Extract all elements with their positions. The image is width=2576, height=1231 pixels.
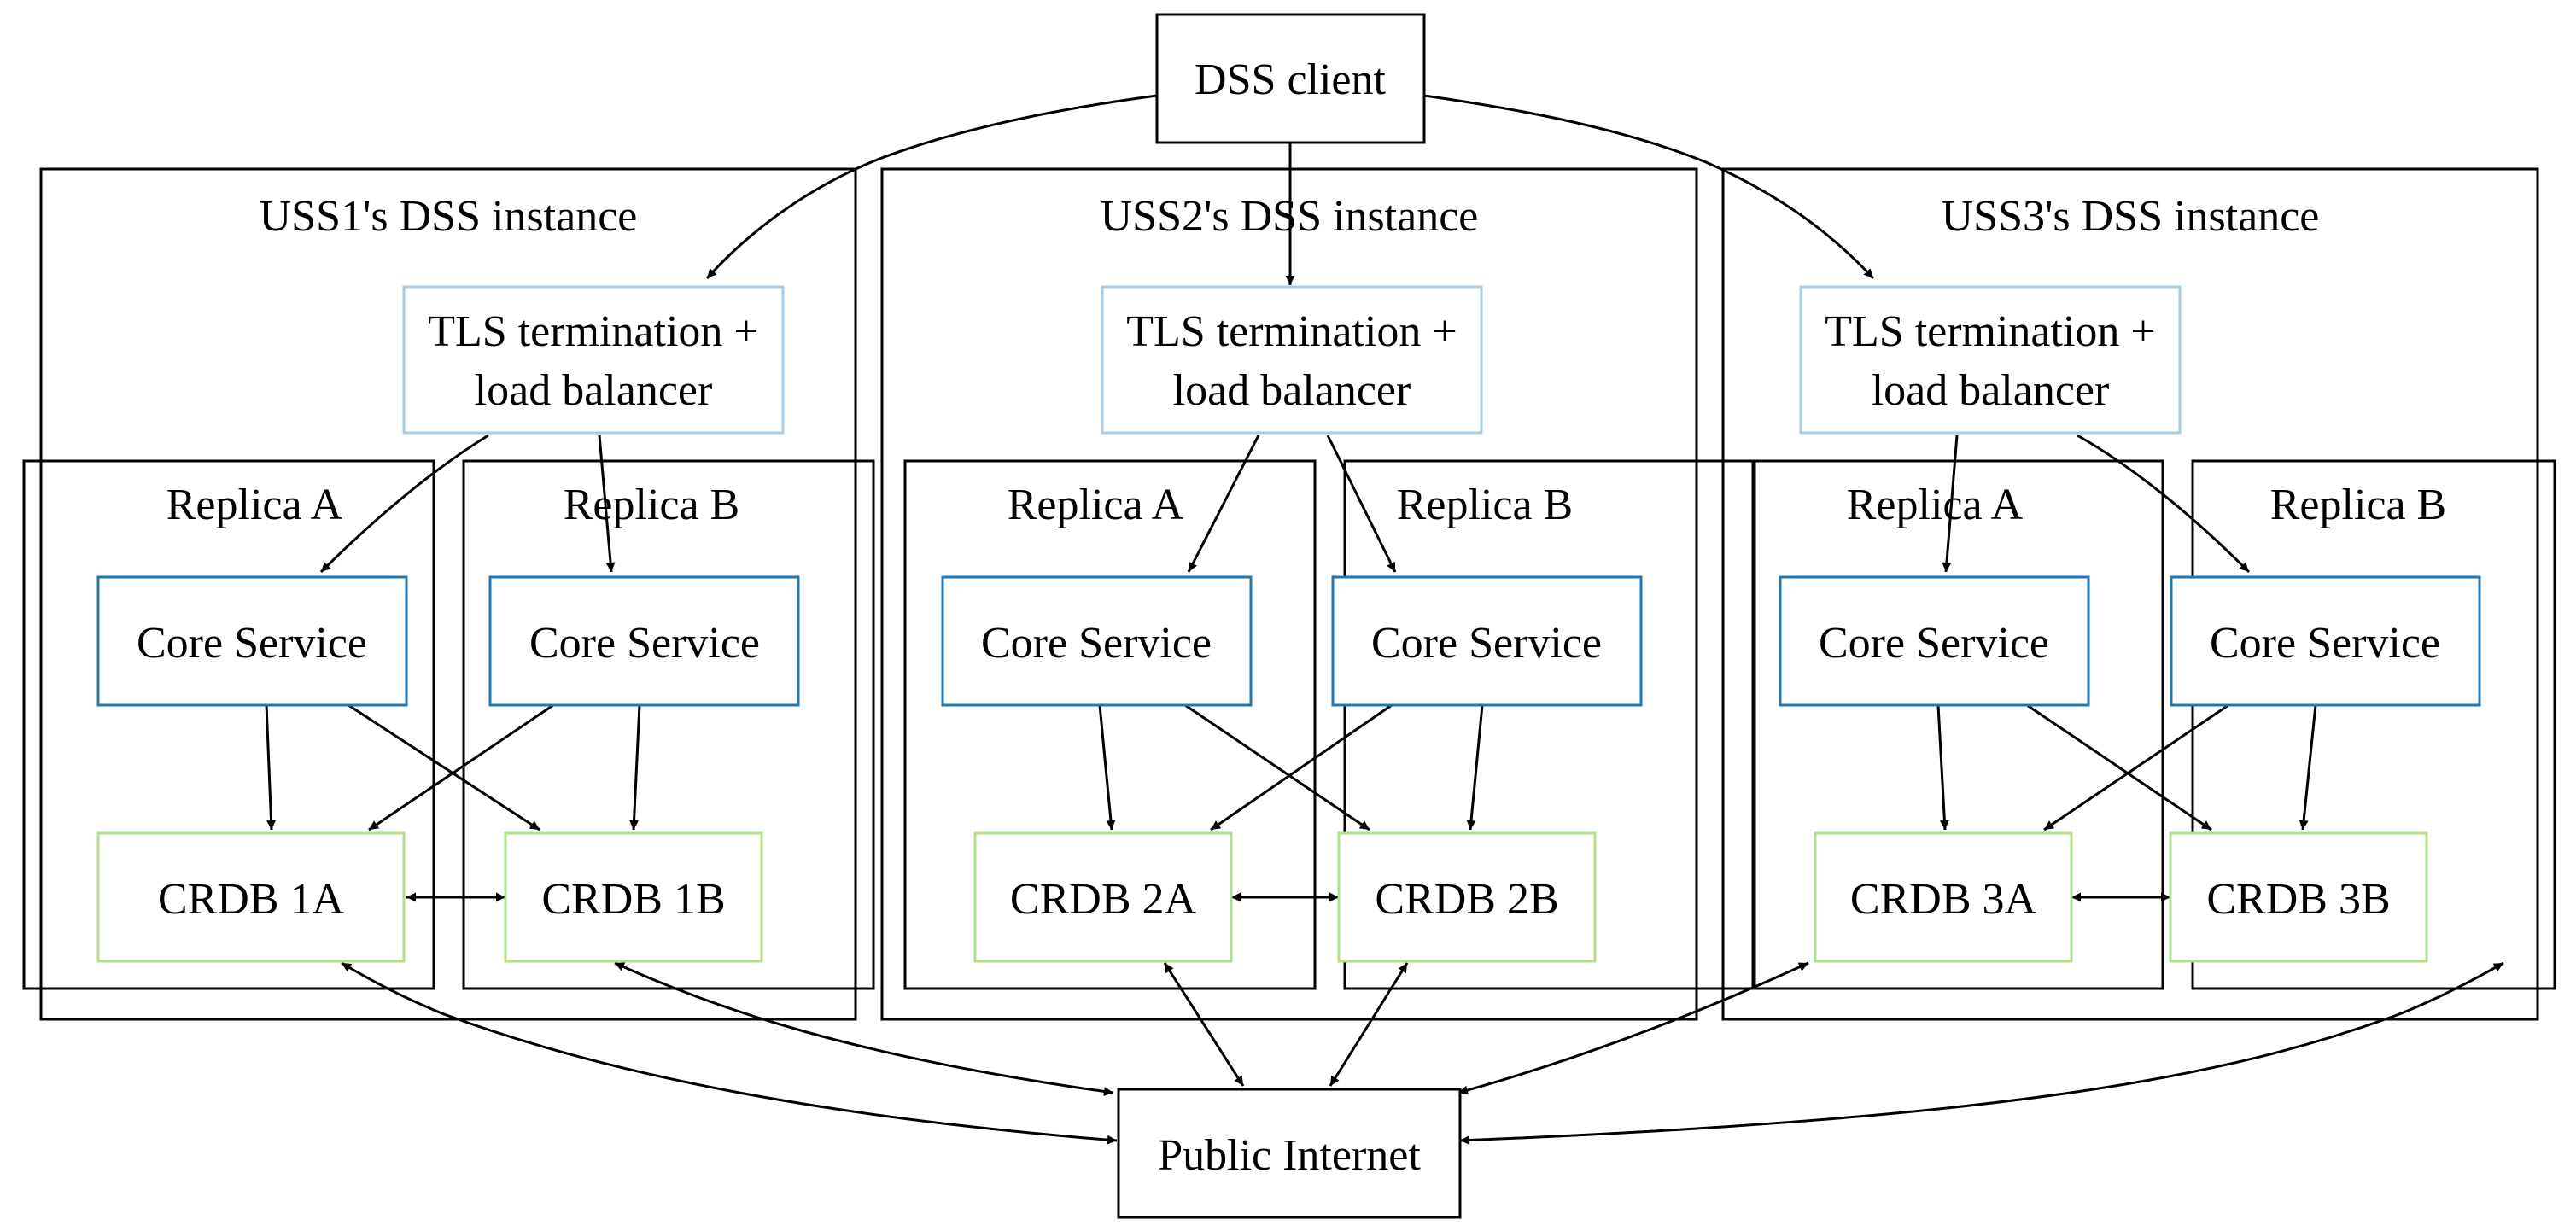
edge-lb3-core3b	[2077, 434, 2251, 574]
uss1-core-b-label: Core Service	[529, 619, 760, 668]
crdb-2b-node: CRDB 2B	[1337, 831, 1597, 963]
uss2-core-service-b-node: Core Service	[1331, 575, 1643, 707]
uss3-core-service-b-node: Core Service	[2170, 575, 2481, 707]
edge-core2b-crdb2b	[1466, 704, 1484, 831]
uss2-replica-b-cluster: Replica B	[1343, 459, 1756, 990]
uss3-lb-label-line2: load balancer	[1872, 366, 2110, 415]
edge-core3a-crdb3b	[2026, 703, 2212, 831]
crdb-1b-node: CRDB 1B	[504, 831, 763, 963]
uss2-replica-b-label: Replica B	[1397, 481, 1574, 529]
crdb-1a-label: CRDB 1A	[158, 875, 345, 924]
edge-core1a-crdb1b	[348, 703, 540, 831]
crdb-1a-node: CRDB 1A	[96, 831, 406, 963]
edges	[265, 94, 2504, 1146]
uss2-core-service-a-node: Core Service	[941, 575, 1253, 707]
uss1-lb-label-line1: TLS termination +	[428, 307, 759, 356]
edge-core1a-crdb1a	[265, 704, 277, 831]
uss1-core-service-a-node: Core Service	[96, 575, 408, 707]
crdb-3b-node: CRDB 3B	[2169, 831, 2428, 963]
edge-lb2-core2a	[1187, 435, 1260, 573]
dss-client-node: DSS client	[1155, 13, 1426, 144]
edge-crdb2a-internet	[1163, 962, 1245, 1087]
uss3-lb-label-line1: TLS termination +	[1825, 307, 2156, 356]
edge-client-lb1	[705, 94, 1158, 280]
uss2-lb-label-line2: load balancer	[1173, 366, 1411, 415]
edge-core3a-crdb3a	[1936, 704, 1949, 831]
edge-lb3-core3a	[1942, 435, 1959, 573]
uss3-cluster-label: USS3's DSS instance	[1942, 192, 2320, 241]
uss3-replica-a-cluster: Replica A	[1751, 459, 2164, 990]
uss2-load-balancer-node: TLS termination + load balancer	[1101, 285, 1483, 435]
crdb-3a-node: CRDB 3A	[1814, 831, 2073, 963]
uss1-replica-a-label: Replica A	[166, 481, 343, 529]
edge-lb2-core2b	[1326, 435, 1397, 573]
edge-crdb3b-internet	[1459, 961, 2504, 1146]
crdb-1b-label: CRDB 1B	[541, 875, 725, 924]
edge-client-lb3	[1423, 94, 1875, 280]
crdb-2a-label: CRDB 2A	[1010, 875, 1197, 924]
uss1-core-a-label: Core Service	[137, 619, 367, 668]
uss2-core-a-label: Core Service	[981, 619, 1212, 668]
crdb-3a-label: CRDB 3A	[1850, 875, 2037, 924]
uss2-core-b-label: Core Service	[1371, 619, 1602, 668]
edge-core3b-crdb3b	[2299, 704, 2317, 831]
edge-lb1-core1a	[319, 434, 489, 574]
edge-core2b-crdb2a	[1210, 703, 1393, 831]
public-internet-label: Public Internet	[1158, 1131, 1421, 1180]
uss1-replica-a-cluster: Replica A	[22, 459, 435, 990]
crdb-2a-node: CRDB 2A	[973, 831, 1233, 963]
uss3-load-balancer-node: TLS termination + load balancer	[1799, 285, 2182, 435]
uss2-lb-label-line1: TLS termination +	[1126, 307, 1457, 356]
uss1-replica-b-label: Replica B	[564, 481, 740, 529]
uss3-replica-b-cluster: Replica B	[2191, 459, 2556, 990]
uss1-load-balancer-node: TLS termination + load balancer	[402, 285, 785, 435]
uss3-core-b-label: Core Service	[2210, 619, 2440, 668]
dss-client-label: DSS client	[1195, 55, 1386, 104]
uss1-lb-label-line2: load balancer	[475, 366, 713, 415]
uss3-replica-a-label: Replica A	[1847, 481, 2024, 529]
edge-crdb2b-internet	[1329, 962, 1409, 1087]
public-internet-node: Public Internet	[1117, 1088, 1462, 1219]
uss3-core-a-label: Core Service	[1819, 619, 2049, 668]
edge-crdb1b-internet	[614, 961, 1114, 1096]
uss1-cluster-label: USS1's DSS instance	[260, 192, 638, 241]
edge-core2a-crdb2a	[1098, 704, 1116, 831]
uss3-core-service-a-node: Core Service	[1779, 575, 2090, 707]
edge-core2a-crdb2b	[1184, 703, 1370, 831]
uss2-replica-a-label: Replica A	[1008, 481, 1184, 529]
edge-core3b-crdb3a	[2043, 703, 2229, 831]
uss1-replica-b-cluster: Replica B	[462, 459, 875, 990]
crdb-2b-label: CRDB 2B	[1375, 875, 1558, 924]
uss3-replica-b-label: Replica B	[2270, 481, 2447, 529]
edge-core1b-crdb1a	[368, 703, 554, 831]
edge-lb1-core1b	[598, 435, 616, 573]
uss1-core-service-b-node: Core Service	[488, 575, 800, 707]
edge-crdb1a-internet	[341, 961, 1118, 1145]
crdb-3b-label: CRDB 3B	[2206, 875, 2390, 924]
edge-core1b-crdb1b	[629, 704, 641, 831]
